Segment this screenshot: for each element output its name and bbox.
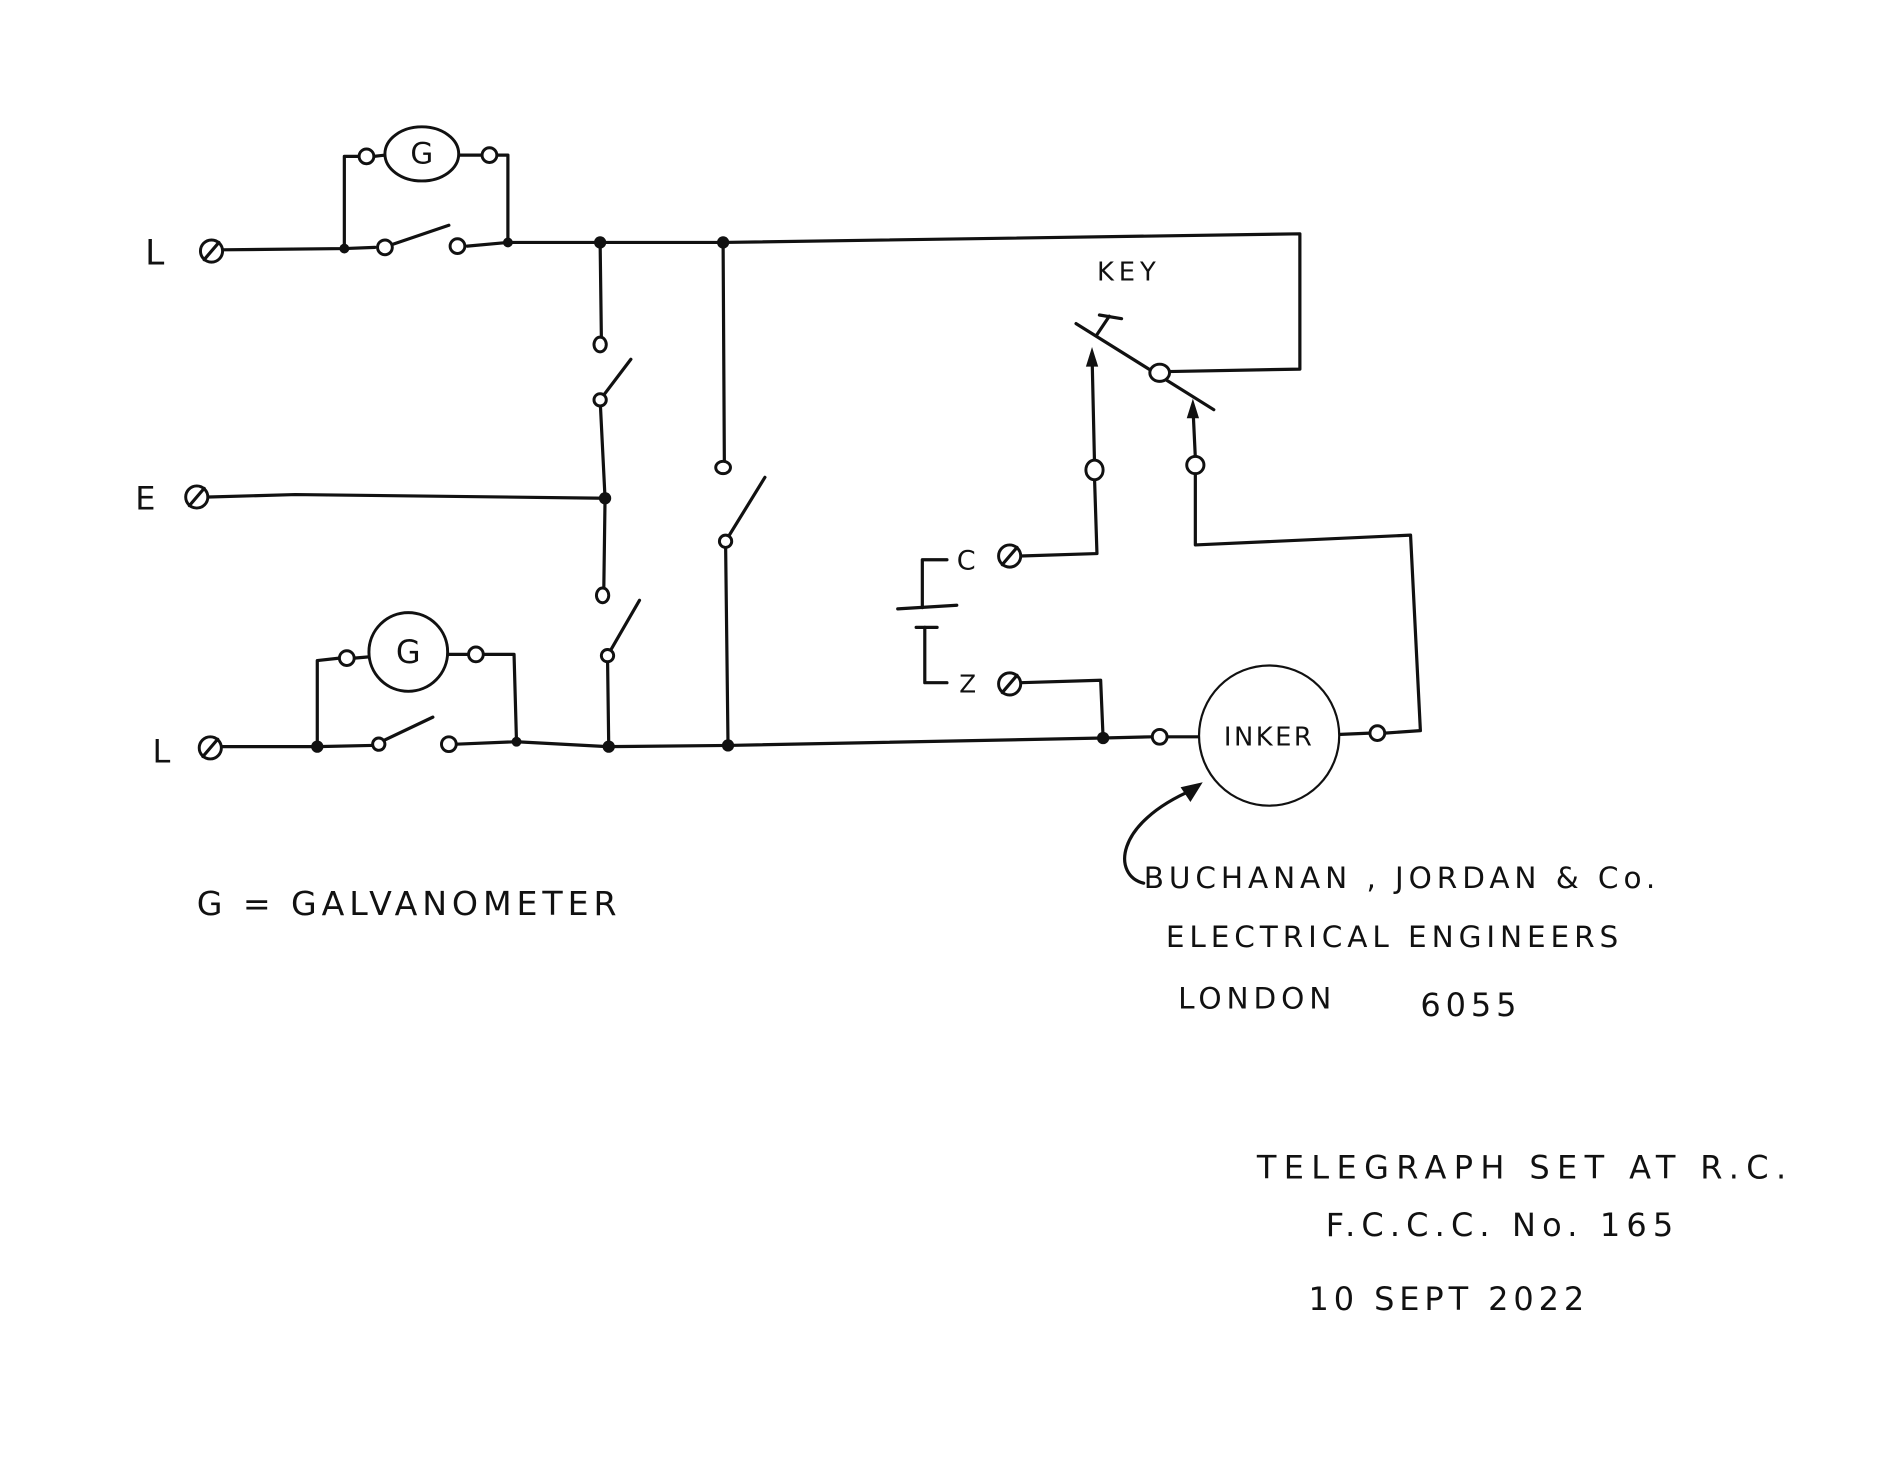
maker-city: LONDON bbox=[1178, 982, 1336, 1016]
terminal-screws bbox=[184, 238, 1023, 761]
junctions bbox=[311, 236, 1110, 753]
galvanometer-top-label: G bbox=[410, 137, 433, 171]
key-label: KEY bbox=[1097, 258, 1161, 288]
maker-line-1: BUCHANAN , JORDAN & Co. bbox=[1144, 861, 1661, 895]
galvanometer-bottom: G bbox=[367, 611, 450, 693]
title-date: 10 SEPT 2022 bbox=[1308, 1280, 1589, 1318]
terminal-label-l-bottom: L bbox=[152, 733, 175, 771]
terminal-c bbox=[997, 543, 1023, 569]
title-line-2: F.C.C.C. No. 165 bbox=[1326, 1206, 1680, 1244]
galvanometer-top: G bbox=[383, 125, 461, 183]
title-line-1: TELEGRAPH SET AT R.C. bbox=[1256, 1148, 1794, 1186]
maker-line-2: ELECTRICAL ENGINEERS bbox=[1166, 920, 1623, 954]
terminal-label-c: C bbox=[957, 546, 981, 577]
maker-number: 6055 bbox=[1420, 986, 1521, 1024]
legend: G = GALVANOMETER bbox=[197, 884, 622, 923]
terminal-z bbox=[997, 671, 1023, 697]
terminal-label-z: Z bbox=[959, 670, 981, 699]
terminal-label-l-top: L bbox=[145, 234, 169, 274]
terminal-l-top bbox=[198, 238, 225, 264]
galvanometer-bottom-label: G bbox=[396, 633, 421, 671]
contacts bbox=[337, 146, 1387, 754]
inker: INKER bbox=[1197, 664, 1341, 807]
wires bbox=[207, 153, 1422, 885]
inker-label: INKER bbox=[1224, 722, 1314, 752]
terminal-label-e: E bbox=[135, 479, 160, 517]
terminal-l-bottom bbox=[197, 735, 223, 761]
terminal-e bbox=[184, 484, 210, 510]
